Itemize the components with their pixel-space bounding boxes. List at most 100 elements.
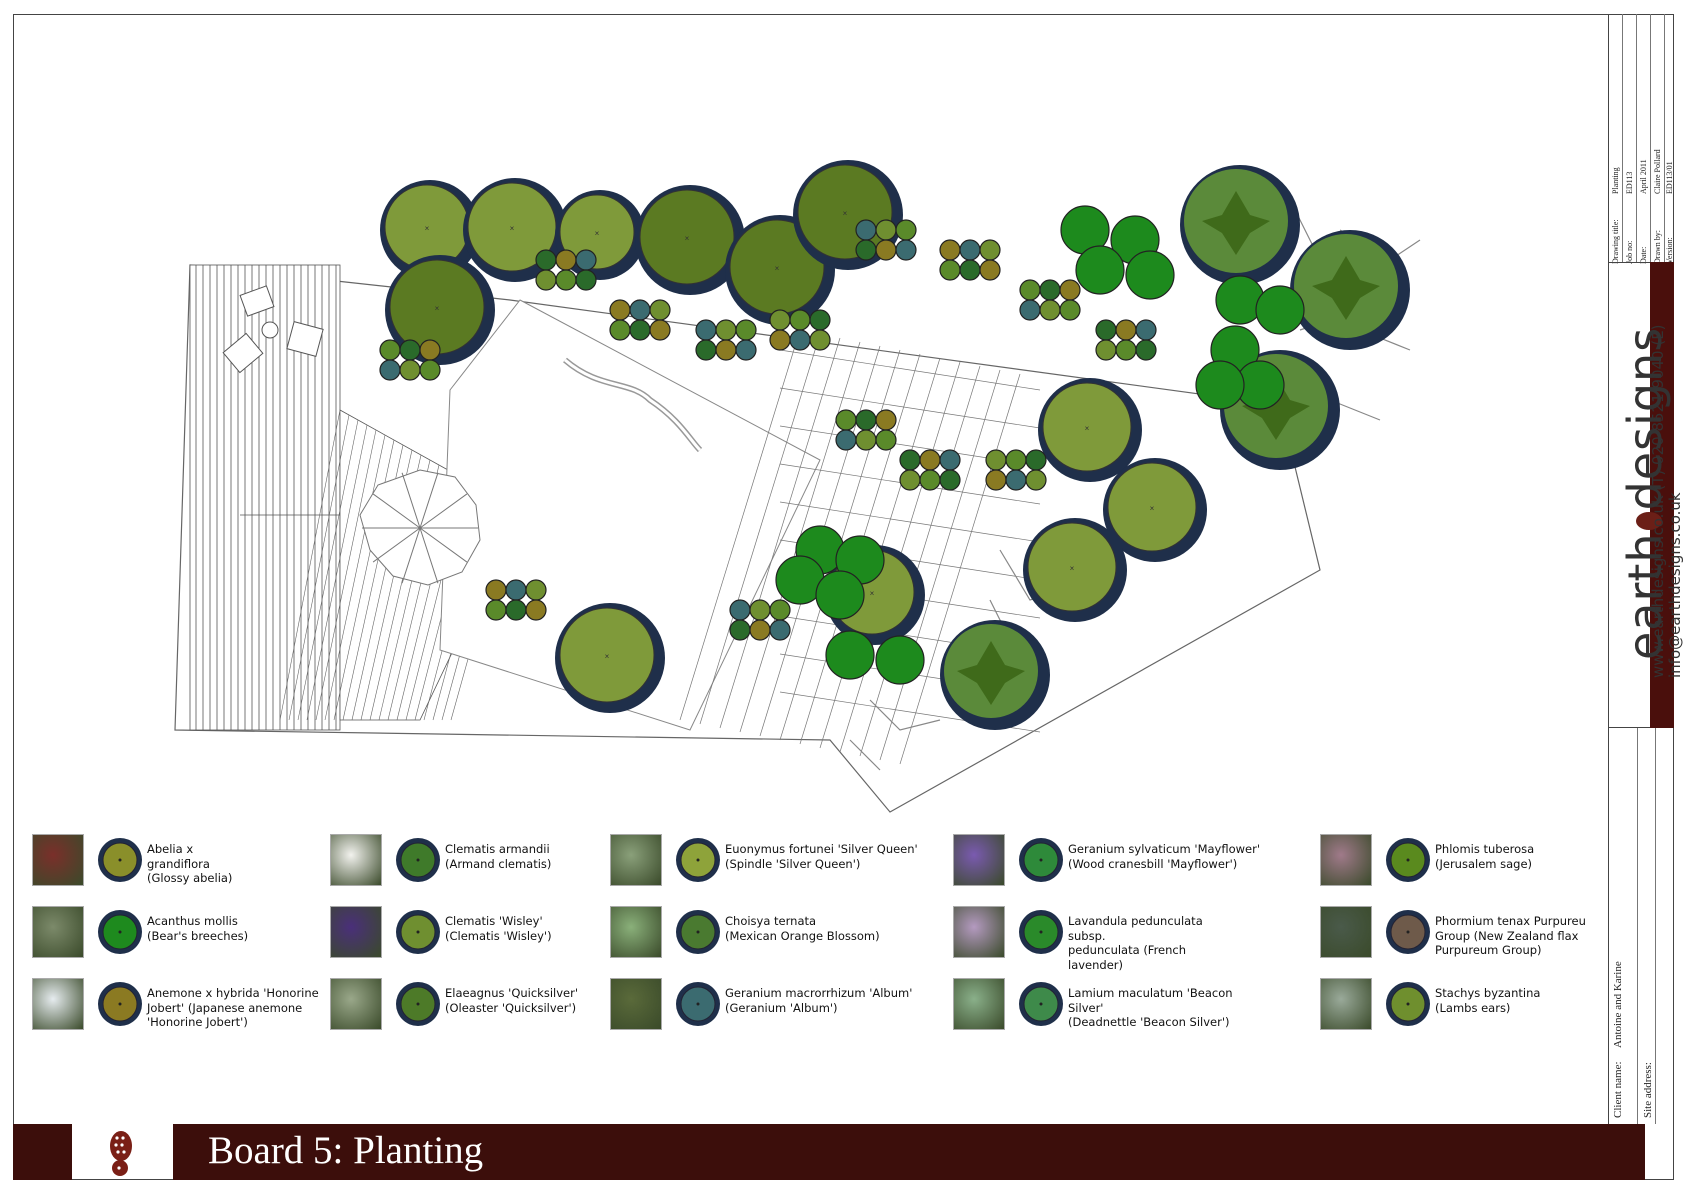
shrub-symbol <box>419 339 441 361</box>
brand-panel <box>1608 262 1674 728</box>
shrub-symbol <box>939 469 961 491</box>
shrub-symbol <box>769 309 791 331</box>
shrub-symbol <box>575 249 597 271</box>
star-tree-symbol <box>1180 165 1300 285</box>
shrub-symbol <box>1135 319 1157 341</box>
brand-email: info@earthdesigns.co.uk <box>1666 492 1684 678</box>
shrub-symbol <box>695 319 717 341</box>
legend-label: Geranium macrorrhizum 'Album' (Geranium … <box>725 986 913 1015</box>
anemone-symbol <box>98 982 142 1026</box>
shrub-symbol <box>1135 339 1157 361</box>
geranium-sylvaticum-photo <box>953 834 1005 886</box>
shrub-symbol <box>959 239 981 261</box>
footer-bar <box>173 1124 1645 1180</box>
shrub-symbol <box>1005 449 1027 471</box>
table-chairs <box>222 285 324 374</box>
svg-text:×: × <box>605 652 610 661</box>
shrub-symbol <box>939 449 961 471</box>
shrub-symbol <box>959 259 981 281</box>
version-label: Version: <box>1665 237 1674 264</box>
footprint-logo-icon <box>110 1131 132 1176</box>
shrub-symbol <box>485 599 507 621</box>
shrub-symbol <box>729 619 751 641</box>
shrub-symbol <box>855 239 877 261</box>
garden-plan: ×××××××××××× <box>174 160 1421 813</box>
shrub-symbol <box>809 309 831 331</box>
shrub-symbol <box>939 239 961 261</box>
shrub-symbol <box>1125 250 1175 300</box>
shrub-symbol <box>729 599 751 621</box>
phormium-photo <box>1320 906 1372 958</box>
shrub-symbol <box>939 259 961 281</box>
svg-text:×: × <box>1150 504 1155 513</box>
shrub-symbol <box>899 449 921 471</box>
clematis-armandii-photo <box>330 834 382 886</box>
shrub-symbol <box>379 339 401 361</box>
legend-label: Clematis armandii (Armand clematis) <box>445 842 552 871</box>
legend-label: Acanthus mollis (Bear's breeches) <box>147 914 249 943</box>
legend-label: Anemone x hybrida 'Honorine Jobert' (Jap… <box>147 986 319 1029</box>
choisya-photo <box>610 906 662 958</box>
shrub-symbol <box>1059 279 1081 301</box>
shrub-symbol <box>1039 299 1061 321</box>
shrub-symbol <box>399 359 421 381</box>
stachys-symbol <box>1386 982 1430 1026</box>
shrub-symbol <box>535 269 557 291</box>
shrub-symbol <box>609 299 631 321</box>
brand-website: www.earthdesigns.co.uk <box>1649 495 1667 678</box>
brand-phone: (T) 020 8521 9040 (E) <box>1649 324 1667 491</box>
shrub-symbol <box>629 319 651 341</box>
abelia-photo <box>32 834 84 886</box>
tree-symbol: × <box>380 180 480 280</box>
shrub-symbol <box>1095 319 1117 341</box>
geranium-sylvaticum-symbol <box>1019 838 1063 882</box>
shrub-symbol <box>789 329 811 351</box>
shrub-symbol <box>875 409 897 431</box>
shrub-symbol <box>535 249 557 271</box>
shrub-symbol <box>695 339 717 361</box>
shrub-symbol <box>1095 339 1117 361</box>
brand-contact: www.earthdesigns.co.uk (T) 020 8521 9040… <box>1649 324 1684 678</box>
shrub-symbol <box>1115 339 1137 361</box>
geranium-macrorrhizum-photo <box>610 978 662 1030</box>
phlomis-photo <box>1320 834 1372 886</box>
legend-label: Choisya ternata (Mexican Orange Blossom) <box>725 914 880 943</box>
elaeagnus-symbol <box>396 982 440 1026</box>
abelia-symbol <box>98 838 142 882</box>
lamium-photo <box>953 978 1005 1030</box>
svg-text:×: × <box>595 229 600 238</box>
legend-label: Lamium maculatum 'Beacon Silver' (Deadne… <box>1068 986 1233 1029</box>
shrub-symbol <box>769 329 791 351</box>
shrub-symbol <box>1019 299 1041 321</box>
drawing-title-value: Planting <box>1611 167 1620 194</box>
lavandula-photo <box>953 906 1005 958</box>
lamium-symbol <box>1019 982 1063 1026</box>
shrub-symbol <box>1255 285 1305 335</box>
shrub-symbol <box>825 630 875 680</box>
shrub-symbol <box>1195 360 1245 410</box>
legend-label: Abelia x grandiflora (Glossy abelia) <box>147 842 233 885</box>
client-block: Client name: Antoine and Karine Site add… <box>1608 728 1674 1124</box>
shrub-symbol <box>895 239 917 261</box>
clematis-wisley-symbol <box>396 910 440 954</box>
shrub-symbol <box>1019 279 1041 301</box>
shrub-symbol <box>855 409 877 431</box>
shrub-symbol <box>575 269 597 291</box>
legend-label: Clematis 'Wisley' (Clematis 'Wisley') <box>445 914 552 943</box>
shrub-symbol <box>525 579 547 601</box>
shrub-symbol <box>609 319 631 341</box>
star-tree-symbol <box>1290 230 1410 350</box>
choisya-symbol <box>676 910 720 954</box>
shrub-symbol <box>1059 299 1081 321</box>
shrub-symbol <box>1005 469 1027 491</box>
shrub-symbol <box>895 219 917 241</box>
acanthus-photo <box>32 906 84 958</box>
svg-text:×: × <box>775 264 780 273</box>
shrub-symbol <box>505 579 527 601</box>
shrub-symbol <box>899 469 921 491</box>
svg-text:×: × <box>1085 424 1090 433</box>
tree-symbol: × <box>555 603 665 713</box>
legend-label: Euonymus fortunei 'Silver Queen' (Spindl… <box>725 842 918 871</box>
shrub-symbol <box>789 309 811 331</box>
planting-symbols: ×××××××××××× <box>379 160 1410 730</box>
